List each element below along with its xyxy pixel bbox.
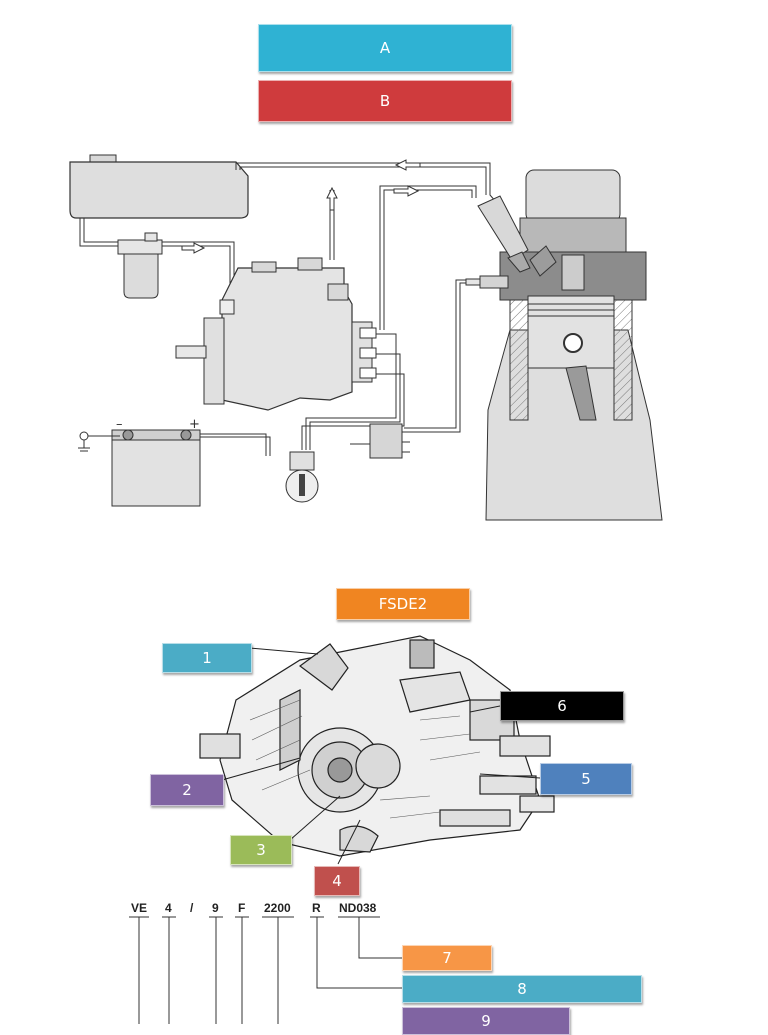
- label-a: A: [258, 24, 512, 72]
- callout-7: 7: [402, 945, 492, 971]
- pump-title-text: FSDE2: [378, 595, 428, 613]
- callout-9: 9: [402, 1007, 570, 1035]
- callout-8: 8: [402, 975, 642, 1003]
- callout-3: 3: [230, 835, 292, 865]
- glow-plug: [465, 275, 509, 289]
- type-code-plunger: 9: [212, 901, 219, 915]
- fuel-filter: [117, 232, 163, 299]
- flow-arrows: [181, 159, 421, 254]
- type-code-slash: /: [190, 901, 194, 915]
- injector-nozzle: [477, 195, 531, 273]
- type-code-cylinders: 4: [165, 901, 172, 915]
- callout-3-text: 3: [256, 841, 266, 859]
- type-code-leaders: [129, 916, 402, 1024]
- pump-body: [199, 635, 555, 857]
- callout-7-text: 7: [442, 949, 452, 967]
- label-b-text: B: [379, 92, 391, 110]
- engine-cylinder-section: [485, 169, 663, 521]
- type-code-rotation: R: [312, 901, 321, 915]
- pump-shading: [249, 699, 481, 819]
- callout-2-text: 2: [182, 781, 192, 799]
- callout-5: 5: [540, 763, 632, 795]
- battery-minus-label: –: [116, 417, 123, 432]
- battery-plus-label: +: [189, 417, 200, 432]
- battery: [78, 429, 201, 507]
- type-code-ve: VE: [131, 901, 148, 915]
- callout-4-text: 4: [332, 872, 342, 890]
- key-switch: [285, 451, 319, 503]
- callout-1: 1: [162, 643, 252, 673]
- callout-5-text: 5: [581, 770, 591, 788]
- fuel-tank: [69, 154, 249, 219]
- type-code-speed: 2200: [264, 901, 291, 915]
- callout-9-text: 9: [481, 1012, 491, 1030]
- pump-title: FSDE2: [336, 588, 470, 620]
- callout-8-text: 8: [517, 980, 527, 998]
- callout-4: 4: [314, 866, 360, 896]
- type-code-governor: F: [238, 901, 246, 915]
- callout-leaders: [221, 647, 541, 865]
- label-a-text: A: [379, 39, 391, 57]
- callout-1-text: 1: [202, 649, 212, 667]
- type-code-application: ND038: [339, 901, 377, 915]
- callout-2: 2: [150, 774, 224, 806]
- callout-6-text: 6: [557, 697, 567, 715]
- callout-6: 6: [500, 691, 624, 721]
- glow-relay: [369, 423, 410, 459]
- label-b: B: [258, 80, 512, 122]
- injection-pump: [175, 257, 377, 411]
